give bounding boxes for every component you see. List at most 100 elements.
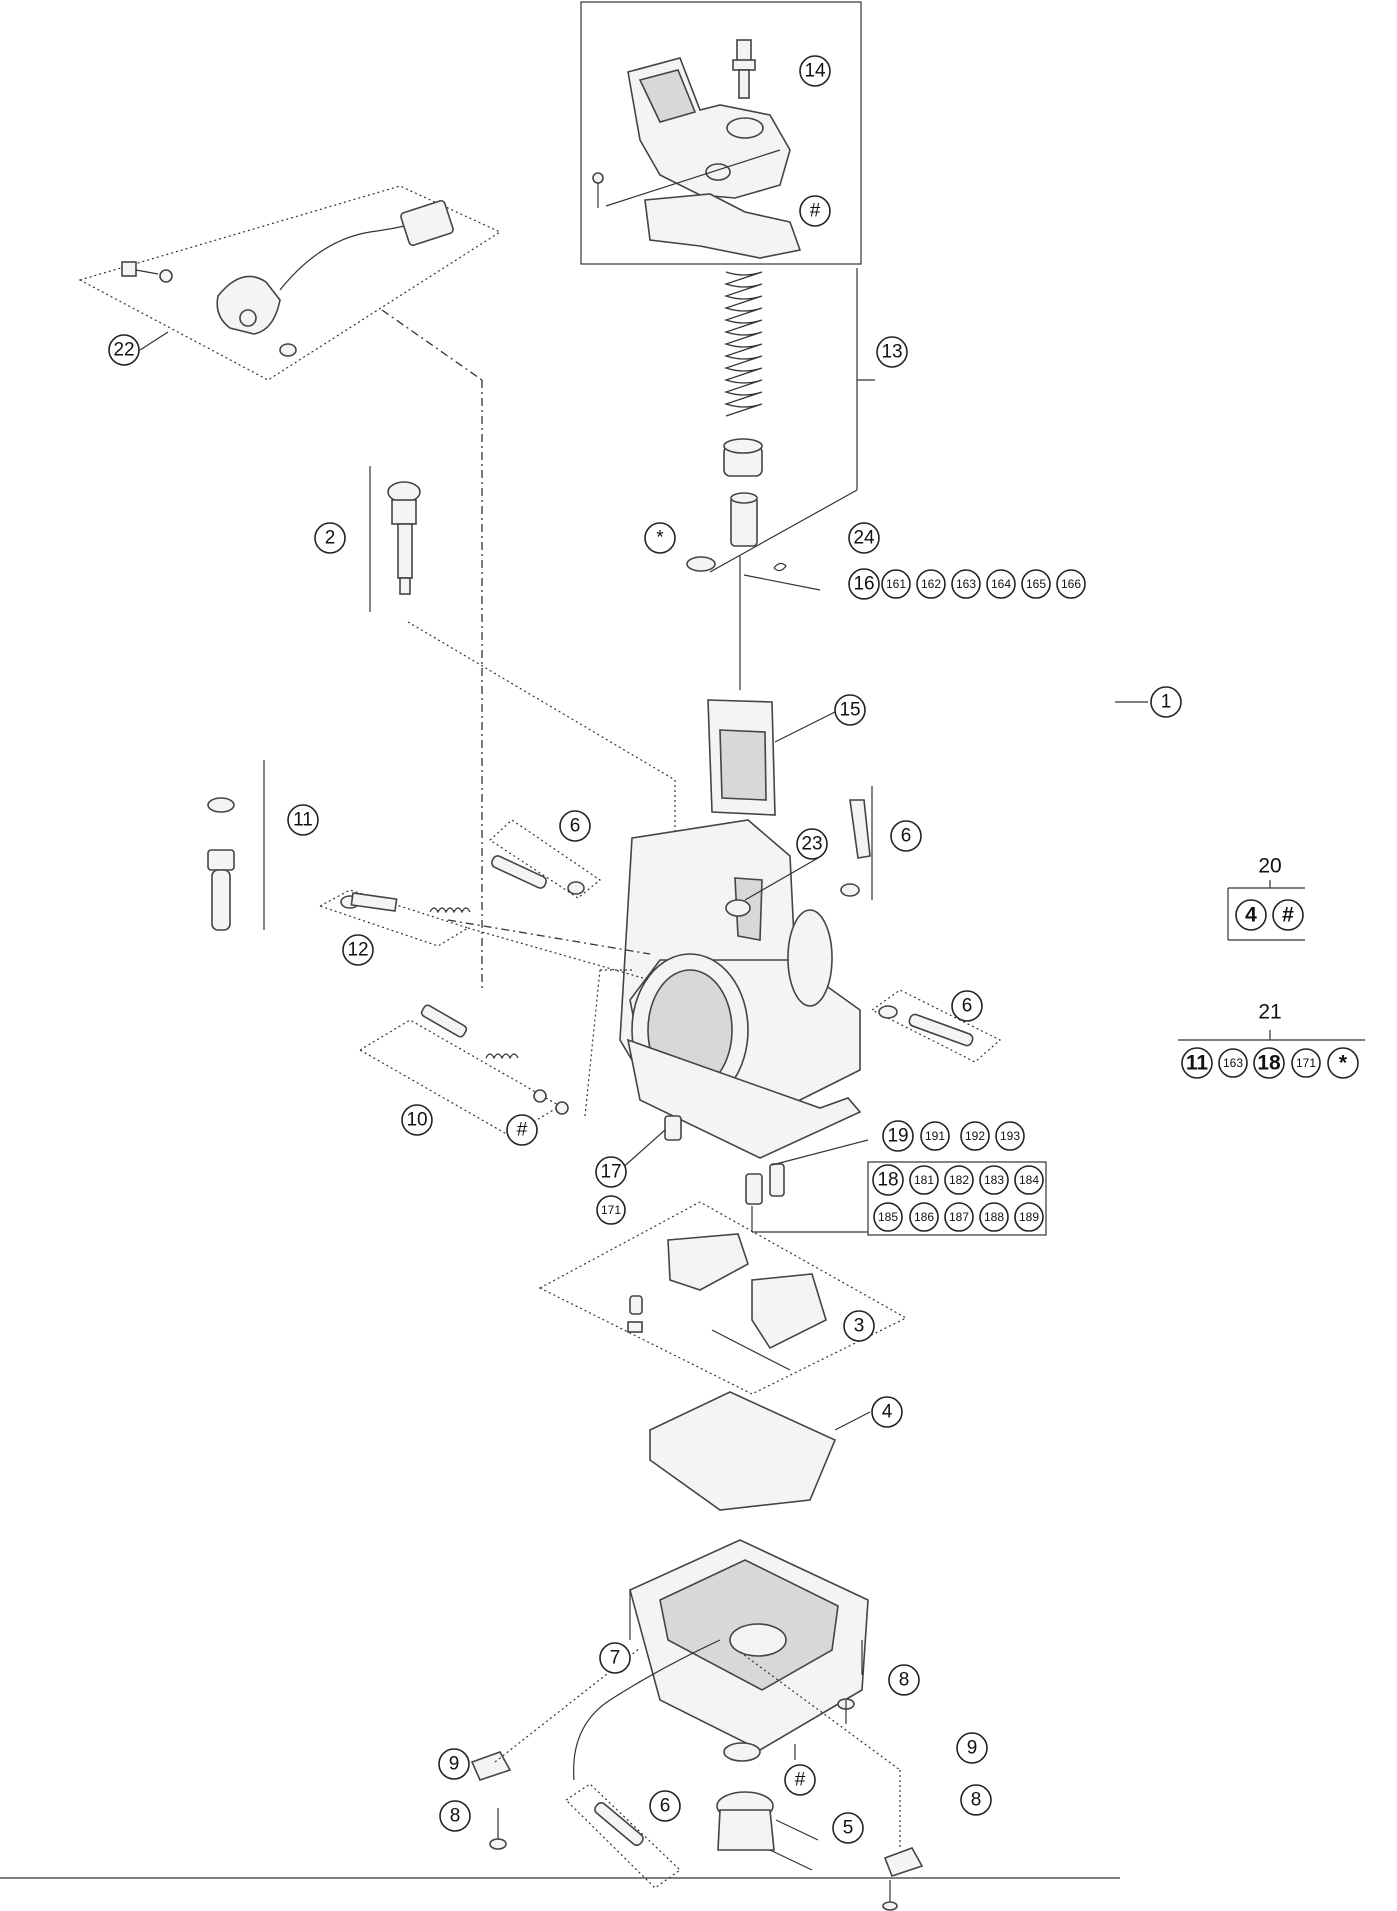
callout-4: 4 xyxy=(871,1396,903,1428)
callout-8-lower-right: 8 xyxy=(960,1784,992,1816)
svg-text:165: 165 xyxy=(1026,577,1046,591)
callout-187: 187 xyxy=(944,1202,974,1232)
idle-adjust-screw xyxy=(387,481,421,595)
needle-jet xyxy=(769,1163,785,1197)
svg-text:4: 4 xyxy=(882,1402,893,1423)
svg-text:1: 1 xyxy=(1161,692,1172,713)
callout-182: 182 xyxy=(944,1165,974,1195)
svg-text:17: 17 xyxy=(600,1162,621,1183)
callout-165: 165 xyxy=(1021,569,1051,599)
callout-183: 183 xyxy=(979,1165,1009,1195)
callout-191: 191 xyxy=(920,1121,950,1151)
callout-6-upper-right: 6 xyxy=(890,820,922,852)
svg-text:14: 14 xyxy=(804,61,826,82)
callout-12: 12 xyxy=(342,934,374,966)
callout-15: 15 xyxy=(834,694,866,726)
callout-hash-left: # xyxy=(506,1114,538,1146)
svg-text:11: 11 xyxy=(1186,1052,1209,1075)
callout-2: 2 xyxy=(314,522,346,554)
callout-23: 23 xyxy=(796,828,828,860)
callout-22: 22 xyxy=(108,334,140,366)
svg-text:161: 161 xyxy=(886,577,906,591)
svg-text:191: 191 xyxy=(925,1129,945,1143)
clip-washer xyxy=(686,556,716,572)
svg-text:6: 6 xyxy=(901,826,912,847)
callout-9-right: 9 xyxy=(956,1732,988,1764)
svg-text:187: 187 xyxy=(949,1210,969,1224)
svg-text:#: # xyxy=(1282,904,1294,927)
svg-text:#: # xyxy=(810,201,821,222)
callout-181: 181 xyxy=(909,1165,939,1195)
svg-text:185: 185 xyxy=(878,1210,898,1224)
callout-189: 189 xyxy=(1014,1202,1044,1232)
choke-plunger xyxy=(420,1004,569,1115)
vent-nipple xyxy=(732,39,756,99)
pilot-jet-o-ring xyxy=(207,797,235,813)
svg-text:8: 8 xyxy=(971,1790,982,1811)
kit-20-label: 20 xyxy=(1258,855,1281,878)
float-bowl xyxy=(629,1539,869,1751)
spring-seat xyxy=(723,438,763,477)
callout-9-left: 9 xyxy=(438,1748,470,1780)
svg-text:*: * xyxy=(1339,1052,1348,1075)
starter-jet xyxy=(664,1115,682,1141)
callout-17: 17 xyxy=(595,1156,627,1188)
kit-21-item-163: 163 xyxy=(1218,1048,1248,1078)
needle-clip xyxy=(773,562,787,572)
throttle-slide xyxy=(707,699,776,816)
callout-hash-top: # xyxy=(799,195,831,227)
callout-164: 164 xyxy=(986,569,1016,599)
callout-193: 193 xyxy=(995,1121,1025,1151)
kit-21-label: 21 xyxy=(1258,1001,1281,1024)
bracket-left xyxy=(470,1751,512,1781)
callout-19: 19 xyxy=(882,1120,914,1152)
svg-text:12: 12 xyxy=(347,940,368,961)
svg-text:171: 171 xyxy=(1296,1056,1316,1070)
throttle-spring xyxy=(724,271,763,417)
tps-o-ring xyxy=(279,343,297,357)
tps-screw xyxy=(121,261,173,283)
callout-hash-bottom: # xyxy=(784,1764,816,1796)
svg-text:188: 188 xyxy=(984,1210,1004,1224)
svg-text:4: 4 xyxy=(1245,904,1257,927)
kit-21-item-171: 171 xyxy=(1291,1048,1321,1078)
main-jet-sizes-frame xyxy=(867,1161,1047,1236)
cover-screw xyxy=(592,172,604,208)
carburetor-top-cover xyxy=(627,57,791,199)
svg-text:162: 162 xyxy=(921,577,941,591)
svg-text:18: 18 xyxy=(877,1170,898,1191)
svg-text:16: 16 xyxy=(853,574,874,595)
svg-text:24: 24 xyxy=(853,528,875,549)
kit-21-item-18: 18 xyxy=(1253,1047,1285,1079)
callout-171: 171 xyxy=(596,1195,626,1225)
cover-gasket xyxy=(644,193,802,259)
svg-text:6: 6 xyxy=(570,816,581,837)
callout-1: 1 xyxy=(1150,686,1182,718)
svg-text:181: 181 xyxy=(914,1173,934,1187)
carburetor-body xyxy=(619,819,862,1159)
svg-text:#: # xyxy=(795,1770,806,1791)
kit-21-item-11: 11 xyxy=(1181,1047,1213,1079)
callout-188: 188 xyxy=(979,1202,1009,1232)
svg-text:182: 182 xyxy=(949,1173,969,1187)
callout-6-left: 6 xyxy=(559,810,591,842)
bowl-screw-right xyxy=(837,1698,855,1724)
kit-20-item-hash: # xyxy=(1272,899,1304,931)
svg-text:189: 189 xyxy=(1019,1210,1039,1224)
svg-text:186: 186 xyxy=(914,1210,934,1224)
drain-plug xyxy=(716,1791,775,1851)
svg-text:164: 164 xyxy=(991,577,1011,591)
callout-5: 5 xyxy=(832,1812,864,1844)
svg-text:13: 13 xyxy=(881,342,902,363)
svg-text:3: 3 xyxy=(854,1316,865,1337)
top-cover-frame xyxy=(580,1,862,265)
hose-pin xyxy=(594,1802,644,1846)
callout-6-lower-right: 6 xyxy=(951,990,983,1022)
side-pin-upper-right xyxy=(840,799,871,897)
svg-text:192: 192 xyxy=(965,1129,985,1143)
overflow-hose xyxy=(573,1639,721,1781)
callout-8-right: 8 xyxy=(888,1664,920,1696)
svg-text:163: 163 xyxy=(956,577,976,591)
svg-text:22: 22 xyxy=(113,340,134,361)
callout-16: 16 xyxy=(848,568,880,600)
